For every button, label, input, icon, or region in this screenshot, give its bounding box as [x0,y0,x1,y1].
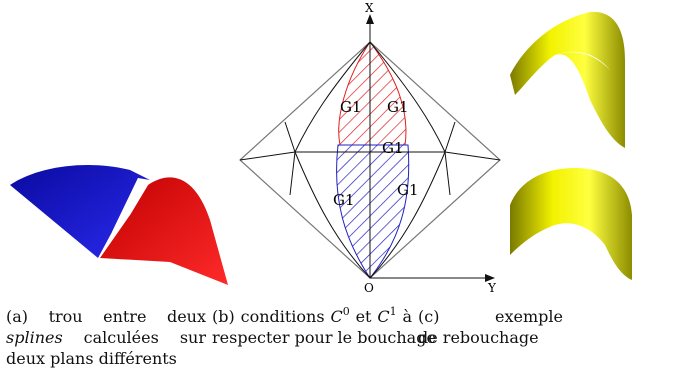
region-label-lower-right: G1 [397,181,419,199]
red-surface [100,177,228,285]
caption-a-line-2: splines calculées sur [6,328,206,347]
caption-c-line-1: (c) exemple [418,307,563,326]
region-label-upper-left: G1 [340,98,362,116]
panel-c-surfaces [510,11,632,280]
caption-c: (c) exemple de rebouchage [418,306,666,348]
caption-a: (a) trou entre deux splines calculées su… [6,306,206,369]
axis-x-label: X [365,1,374,15]
region-label-center: G1 [382,139,404,157]
region-label-upper-right: G1 [387,98,409,116]
hole [112,178,148,232]
origin-label: O [364,281,374,295]
yellow-surface-with-gap [510,11,625,148]
region-label-lower-left: G1 [333,191,355,209]
caption-b: (b) conditions C0 et C1 à respecter pour… [212,305,436,348]
caption-c-line-2: de rebouchage [418,328,539,347]
upper-red-region [338,41,407,146]
blue-surface [10,165,150,258]
figure: X Y O G1 G1 G1 G1 G1 [10,1,632,295]
caption-b-line-2: respecter pour le bouchage [212,328,436,347]
caption-a-line-1: (a) trou entre deux [6,307,206,326]
panel-b-diagram: X Y O G1 G1 G1 G1 G1 [239,1,501,295]
caption-a-line-3: deux plans différents [6,349,177,368]
panel-a-surfaces [10,165,228,285]
caption-b-line-1: (b) conditions C0 et C1 à [212,305,413,326]
axis-y-label: Y [487,281,497,295]
yellow-surface-filled [510,168,632,280]
